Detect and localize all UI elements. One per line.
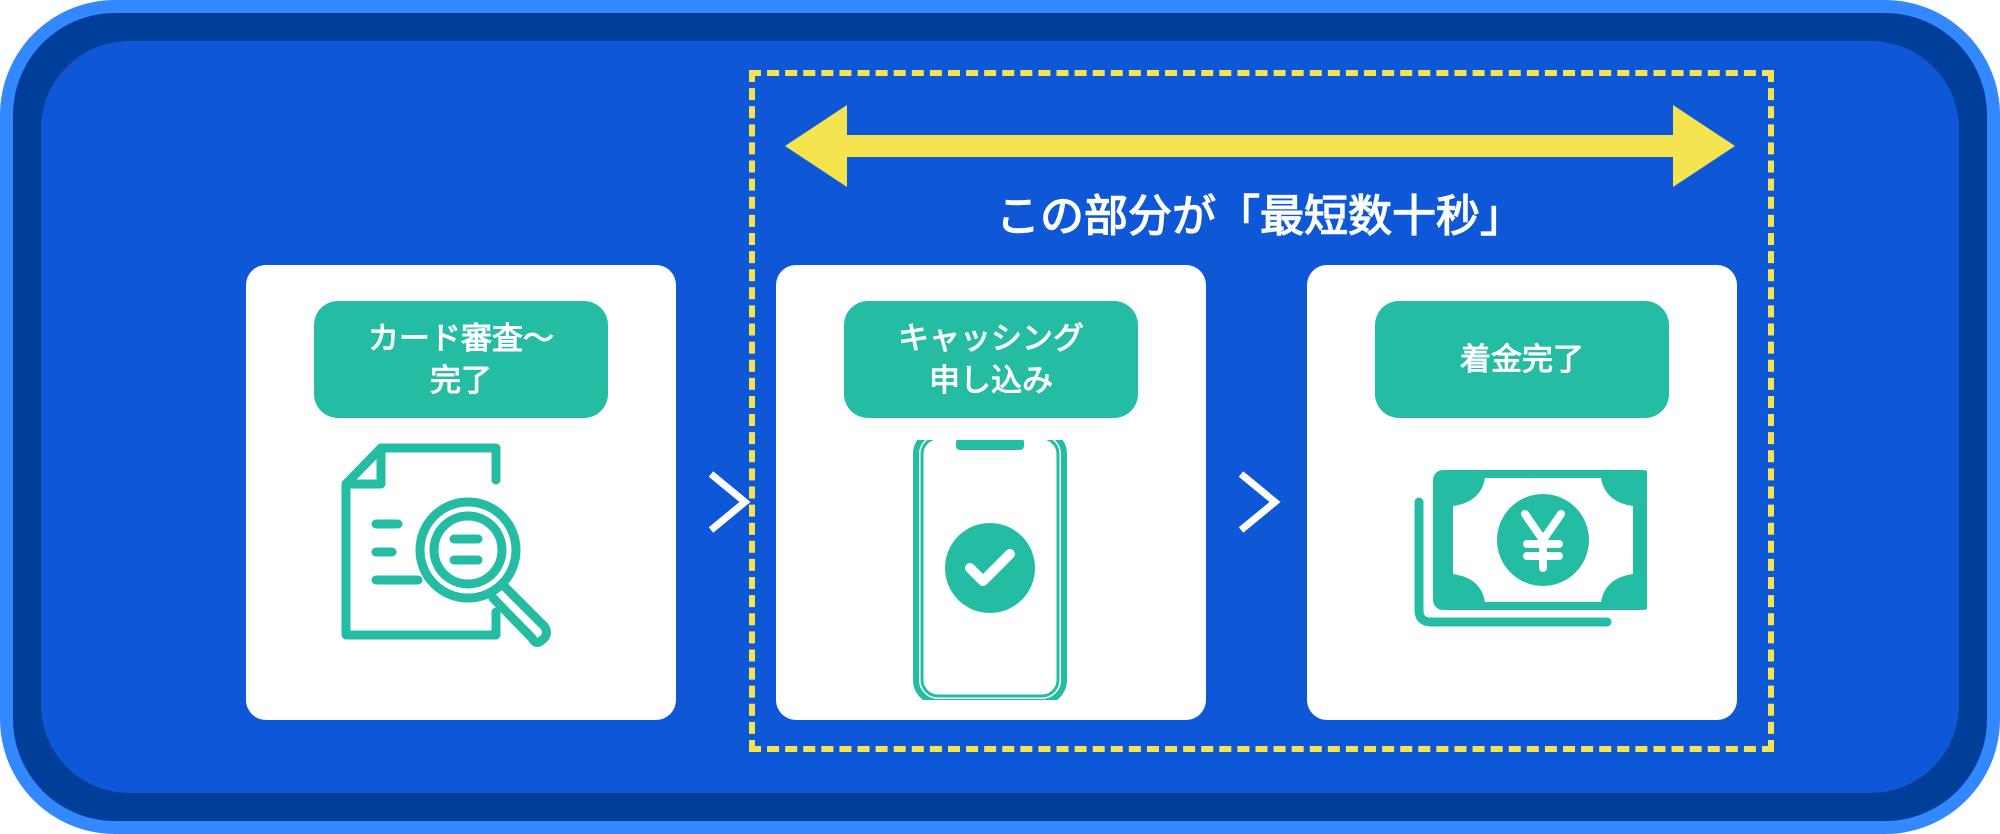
step-label: 着金完了 [1375, 301, 1669, 418]
step-card-3: 着金完了 [1307, 265, 1737, 720]
document-search-icon [341, 443, 552, 648]
highlight-dashed-region [749, 70, 1774, 752]
double-arrow-icon [785, 105, 1735, 187]
step-card-1: カード審査～ 完了 [246, 265, 676, 720]
step-label: カード審査～ 完了 [314, 301, 608, 418]
chevron-right-icon [1238, 471, 1281, 533]
smartphone-check-icon [913, 440, 1067, 700]
headline: この部分が「最短数十秒」 [996, 191, 1524, 242]
step-label: キャッシング 申し込み [844, 301, 1138, 418]
step-card-2: キャッシング 申し込み [776, 265, 1206, 720]
yen-banknote-icon [1414, 470, 1647, 627]
chevron-right-icon [708, 471, 751, 533]
